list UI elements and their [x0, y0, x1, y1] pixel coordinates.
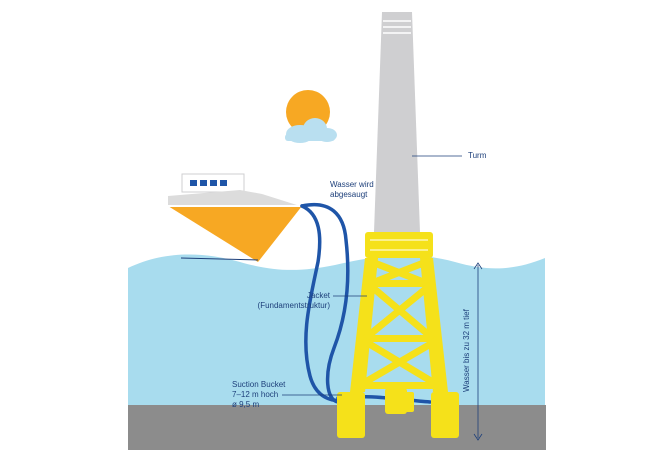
suction-bucket-label: Suction Bucket 7–12 m hoch ø 9,5 m: [232, 380, 285, 410]
suction-bucket-line-1: Suction Bucket: [232, 380, 286, 389]
jacket-line-1: Jacket: [306, 291, 330, 300]
tower: [374, 12, 420, 232]
suction-buckets: [337, 388, 459, 438]
suction-bucket-line-2: 7–12 m hoch: [232, 390, 279, 399]
jacket-foundation: [350, 232, 448, 392]
leader-lines: [282, 155, 483, 441]
water-suction-line-2: abgesaugt: [330, 190, 368, 199]
ship-hull: [168, 206, 302, 262]
water-suction-line-1: Wasser wird: [330, 180, 374, 189]
jacket-line-2: (Fundamentstruktur): [257, 301, 330, 310]
tower-stripes: [383, 20, 411, 34]
water-depth-label: Wasser bis zu 32 m tief: [462, 309, 471, 392]
water-suction-label: Wasser wird abgesaugt: [330, 180, 374, 200]
jacket-label: Jacket (Fundamentstruktur): [240, 291, 330, 311]
cloud-icon: [285, 118, 337, 143]
sea-water: [128, 254, 545, 410]
ship: [168, 173, 302, 262]
tower-label: Turm: [468, 151, 487, 160]
suction-bucket-line-3: ø 9,5 m: [232, 400, 260, 409]
